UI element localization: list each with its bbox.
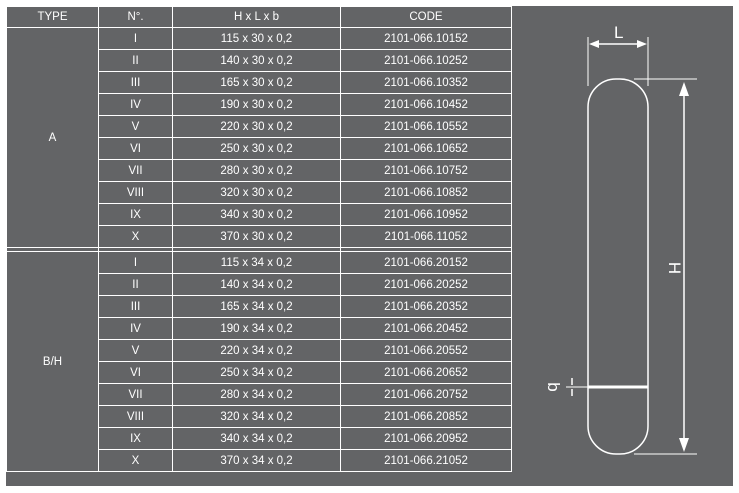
code-cell: 2101-066.20252 xyxy=(340,273,512,296)
number-cell: V xyxy=(98,339,173,362)
code-cell: 2101-066.10752 xyxy=(340,159,512,182)
code-cell: 2101-066.10252 xyxy=(340,49,512,72)
dimensions-cell: 320 x 34 x 0,2 xyxy=(172,405,341,428)
label-length: L xyxy=(614,23,623,42)
dimensions-cell: 340 x 34 x 0,2 xyxy=(172,427,341,450)
type-cell: B/H xyxy=(6,251,99,472)
dimensions-cell: 280 x 34 x 0,2 xyxy=(172,383,341,406)
number-cell: IX xyxy=(98,427,173,450)
dimensions-cell: 250 x 30 x 0,2 xyxy=(172,137,341,160)
dimensions-cell: 370 x 30 x 0,2 xyxy=(172,225,341,248)
dimensions-cell: 140 x 34 x 0,2 xyxy=(172,273,341,296)
dimensions-cell: 140 x 30 x 0,2 xyxy=(172,49,341,72)
code-cell: 2101-066.20752 xyxy=(340,383,512,406)
code-cell: 2101-066.20952 xyxy=(340,427,512,450)
strip-outline xyxy=(587,78,649,455)
number-cell: I xyxy=(98,251,173,274)
dimensions-cell: 280 x 30 x 0,2 xyxy=(172,159,341,182)
number-cell: VII xyxy=(98,383,173,406)
number-cell: V xyxy=(98,115,173,138)
h-arrow-top-icon xyxy=(679,82,689,96)
number-cell: VIII xyxy=(98,405,173,428)
dimensions-cell: 340 x 30 x 0,2 xyxy=(172,203,341,226)
number-cell: IV xyxy=(98,317,173,340)
label-height: H xyxy=(665,262,684,274)
number-cell: VI xyxy=(98,137,173,160)
code-cell: 2101-066.20352 xyxy=(340,295,512,318)
header-type: TYPE xyxy=(6,6,99,28)
code-cell: 2101-066.20552 xyxy=(340,339,512,362)
dimensions-cell: 320 x 30 x 0,2 xyxy=(172,181,341,204)
dimensions-cell: 220 x 34 x 0,2 xyxy=(172,339,341,362)
number-cell: III xyxy=(98,295,173,318)
header-dimensions: H x L x b xyxy=(172,6,341,28)
number-cell: II xyxy=(98,273,173,296)
code-cell: 2101-066.11052 xyxy=(340,225,512,248)
code-cell: 2101-066.20152 xyxy=(340,251,512,274)
dimensions-cell: 370 x 34 x 0,2 xyxy=(172,449,341,472)
number-cell: X xyxy=(98,225,173,248)
number-cell: IX xyxy=(98,203,173,226)
dimensions-cell: 115 x 30 x 0,2 xyxy=(172,27,341,50)
l-arrow-right-icon xyxy=(637,40,647,48)
code-cell: 2101-066.10652 xyxy=(340,137,512,160)
code-cell: 2101-066.20452 xyxy=(340,317,512,340)
code-cell: 2101-066.21052 xyxy=(340,449,512,472)
type-cell: A xyxy=(6,27,99,248)
label-thickness: b xyxy=(544,382,563,391)
code-cell: 2101-066.10952 xyxy=(340,203,512,226)
dimensions-cell: 115 x 34 x 0,2 xyxy=(172,251,341,274)
number-cell: VII xyxy=(98,159,173,182)
number-cell: II xyxy=(98,49,173,72)
dimensions-cell: 250 x 34 x 0,2 xyxy=(172,361,341,384)
code-cell: 2101-066.20852 xyxy=(340,405,512,428)
code-cell: 2101-066.10452 xyxy=(340,93,512,116)
header-number: N°. xyxy=(98,6,173,28)
code-cell: 2101-066.20652 xyxy=(340,361,512,384)
l-arrow-left-icon xyxy=(589,40,599,48)
code-cell: 2101-066.10852 xyxy=(340,181,512,204)
dimensions-cell: 165 x 30 x 0,2 xyxy=(172,71,341,94)
dimensions-cell: 190 x 30 x 0,2 xyxy=(172,93,341,116)
code-cell: 2101-066.10352 xyxy=(340,71,512,94)
number-cell: III xyxy=(98,71,173,94)
number-cell: IV xyxy=(98,93,173,116)
number-cell: I xyxy=(98,27,173,50)
header-code: CODE xyxy=(340,6,512,28)
h-arrow-bottom-icon xyxy=(679,438,689,452)
number-cell: VIII xyxy=(98,181,173,204)
dimensions-cell: 190 x 34 x 0,2 xyxy=(172,317,341,340)
dimensions-cell: 165 x 34 x 0,2 xyxy=(172,295,341,318)
number-cell: X xyxy=(98,449,173,472)
number-cell: VI xyxy=(98,361,173,384)
code-cell: 2101-066.10152 xyxy=(340,27,512,50)
code-cell: 2101-066.10552 xyxy=(340,115,512,138)
strip-drawing: L H b xyxy=(544,23,697,455)
table-header-row: TYPE N°. H x L x b CODE xyxy=(6,6,512,28)
dimensions-cell: 220 x 30 x 0,2 xyxy=(172,115,341,138)
